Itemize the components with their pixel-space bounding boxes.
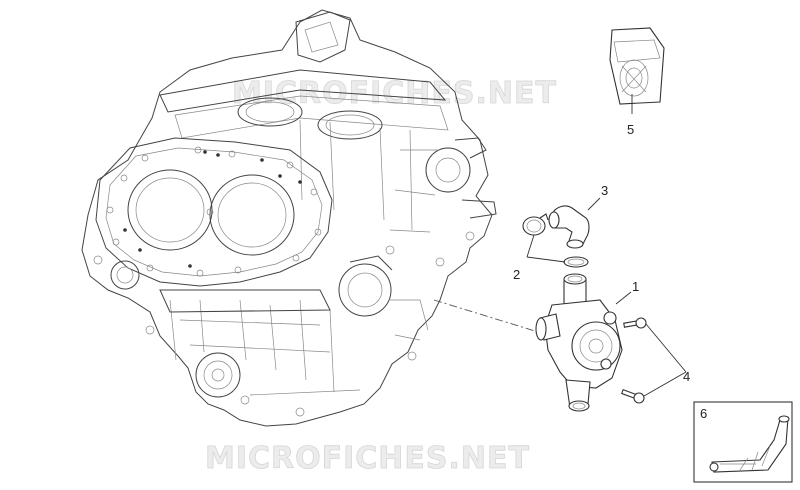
leader-lines bbox=[526, 94, 687, 397]
watermark-bottom: MICROFICHES.NET bbox=[205, 441, 530, 476]
hose-clamp-lower[interactable] bbox=[563, 256, 589, 268]
coolant-pipe[interactable] bbox=[709, 415, 790, 473]
hose-elbow[interactable] bbox=[548, 205, 590, 249]
callout-5: 5 bbox=[627, 122, 634, 137]
hose-clamp-upper[interactable] bbox=[522, 213, 549, 236]
engine-crankcase bbox=[81, 9, 497, 427]
screw-upper[interactable] bbox=[623, 317, 647, 329]
callout-2: 2 bbox=[513, 267, 520, 282]
callout-6: 6 bbox=[700, 406, 707, 421]
callout-1: 1 bbox=[632, 279, 639, 294]
assembly-line bbox=[433, 299, 549, 336]
screw-lower[interactable] bbox=[621, 389, 645, 404]
watermark-top: MICROFICHES.NET bbox=[232, 76, 557, 111]
callout-3: 3 bbox=[601, 183, 608, 198]
callout-4: 4 bbox=[683, 369, 690, 384]
water-pump[interactable] bbox=[535, 273, 623, 412]
decal-pack[interactable] bbox=[609, 27, 665, 105]
